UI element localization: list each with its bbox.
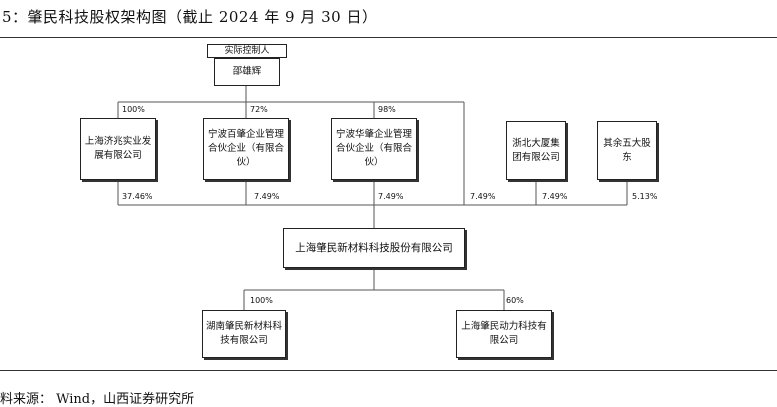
subsidiary-box-hunan: 湖南肇民新材料科技有限公司 [202, 310, 286, 358]
subsidiary-pct-hunan: 100% [250, 296, 273, 305]
subsidiary-name: 湖南肇民新材料科技有限公司 [206, 321, 283, 346]
pct-label-baizhao: 72% [250, 105, 268, 114]
controller-label-box: 实际控制人 [207, 44, 287, 58]
controller-box: 邵雄辉 [214, 58, 280, 86]
top-rule [0, 37, 777, 38]
stake-label-controller-direct: 7.49% [470, 192, 496, 201]
shareholder-name: 宁波百肇企业管理合伙企业（有限合伙） [207, 129, 284, 168]
shareholder-box-others: 其余五大股东 [597, 121, 657, 180]
source-note: 料来源： Wind，山西证券研究所 [0, 392, 195, 407]
pct-label-jizhao: 100% [122, 105, 145, 114]
stake-label-baizhao: 7.49% [254, 192, 280, 201]
pct-label-huazhao: 98% [378, 105, 396, 114]
shareholder-box-jizhao: 上海济兆实业发展有限公司 [80, 118, 156, 180]
shareholder-box-baizhao: 宁波百肇企业管理合伙企业（有限合伙） [203, 118, 289, 180]
stake-label-huazhao: 7.49% [378, 192, 404, 201]
shareholder-name: 上海济兆实业发展有限公司 [84, 136, 152, 161]
shareholder-name: 其余五大股东 [603, 137, 651, 163]
stake-label-jizhao: 37.46% [122, 192, 153, 201]
subsidiary-name: 上海肇民动力科技有限公司 [461, 321, 547, 346]
figure-title: 5：肇民科技股权架构图（截止 2024 年 9 月 30 日） [2, 8, 378, 26]
subsidiary-box-dongli: 上海肇民动力科技有限公司 [456, 310, 552, 358]
shareholder-name: 浙北大厦集团有限公司 [512, 137, 560, 163]
controller-label: 实际控制人 [224, 46, 270, 56]
stake-label-others: 5.13% [632, 192, 658, 201]
company-box: 上海肇民新材料科技股份有限公司 [283, 228, 465, 268]
company-name: 上海肇民新材料科技股份有限公司 [295, 242, 453, 254]
bottom-rule [0, 370, 777, 371]
subsidiary-pct-dongli: 60% [506, 296, 524, 305]
shareholder-box-zhebei: 浙北大厦集团有限公司 [506, 121, 566, 180]
shareholder-name: 宁波华肇企业管理合伙企业（有限合伙） [335, 129, 412, 168]
shareholder-box-huazhao: 宁波华肇企业管理合伙企业（有限合伙） [331, 118, 417, 180]
controller-name: 邵雄辉 [232, 66, 262, 77]
stake-label-zhebei: 7.49% [542, 192, 568, 201]
